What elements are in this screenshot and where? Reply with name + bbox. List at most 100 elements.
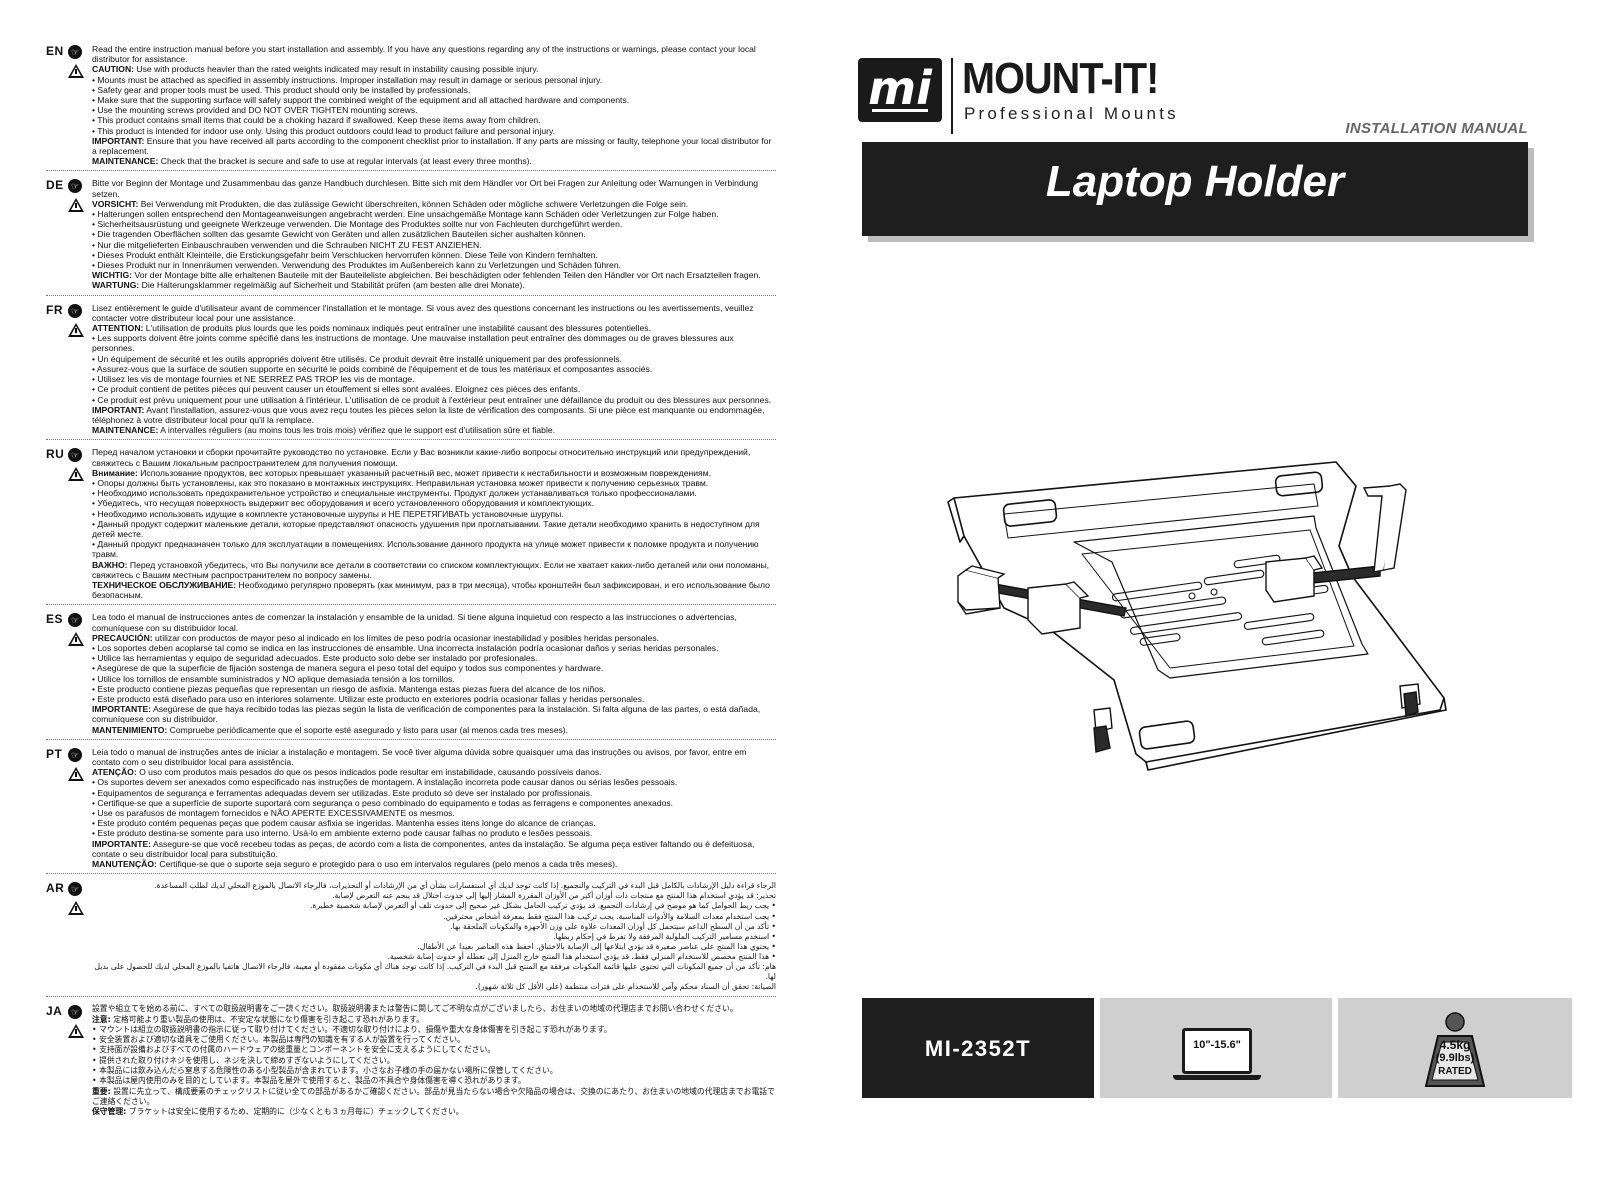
instruction-line: • Необходимо использовать идущие в компл…	[92, 508, 564, 519]
instruction-line: Перед началом установки и сборки прочита…	[92, 447, 751, 468]
instruction-line: Leia todo o manual de instruções antes d…	[92, 746, 747, 767]
section-pt: PT☞Leia todo o manual de instruções ante…	[46, 746, 776, 875]
instruction-line: ATENÇÃO: O uso com produtos mais pesados…	[92, 767, 602, 778]
instruction-line: • Utilice los tornillos de ensamble sumi…	[92, 673, 455, 684]
instruction-line: • استخدم مسامير التركيب الملولبة المرفقة…	[553, 931, 776, 941]
screen-size-label: 10"-15.6"	[1193, 1039, 1241, 1051]
instruction-line: • Assurez-vous que la surface de soutien…	[92, 363, 653, 374]
instruction-line: • Необходимо использовать предохранитель…	[92, 488, 697, 499]
instruction-line: • Nur die mitgelieferten Einbauschrauben…	[92, 239, 482, 250]
instruction-line: • 支持面が設備およびすべての付属のハードウェアの総重量とコンポーネントを安全に…	[92, 1045, 496, 1055]
model-number: MI-2352T	[924, 1036, 1032, 1061]
warning-icon	[68, 198, 84, 213]
manual-icon: ☞	[68, 179, 82, 194]
title-bar: Laptop Holder	[862, 142, 1528, 236]
instruction-line: • Utilice las herramientas y equipo de s…	[92, 653, 538, 664]
instruction-line: • Dieses Produkt nur in Innenräumen verw…	[92, 260, 621, 271]
instruction-line: WICHTIG: Vor der Montage bitte alle erha…	[92, 270, 761, 281]
warning-icon	[68, 322, 84, 337]
instruction-line: • Dieses Produkt enthält Kleinteile, die…	[92, 249, 598, 260]
instruction-line: هام: تأكد من أن جميع المكونات التي تحتوي…	[94, 961, 776, 982]
section-fr: FR☞Lisez entièrement le guide d'utilisat…	[46, 303, 776, 441]
instruction-line: • 本製品には飲み込んだら窒息する危険性のある小型製品が含まれています。小さなお…	[92, 1066, 558, 1076]
instruction-line: • Este producto está diseñado para uso e…	[92, 693, 645, 704]
language-code: ES	[46, 612, 64, 627]
instruction-line: • This product contains small items that…	[92, 115, 541, 126]
manual-label: INSTALLATION MANUAL	[1345, 120, 1528, 137]
instruction-line: • Equipamentos de segurança e ferramenta…	[92, 787, 593, 798]
weight-lbs: (9.9lbs)	[1435, 1052, 1475, 1064]
instruction-line: • Use the mounting screws provided and D…	[92, 105, 418, 116]
warning-icon	[68, 1024, 84, 1039]
language-code: AR	[46, 881, 65, 896]
instruction-line: WARTUNG: Die Halterungsklammer regelmäßi…	[92, 280, 525, 291]
manual-icon: ☞	[68, 882, 82, 897]
warning-icon	[68, 467, 84, 482]
brand-tagline: Professional Mounts	[964, 104, 1179, 123]
instruction-line: • Asegúrese de que la superficie de fija…	[92, 663, 604, 674]
manual-icon: ☞	[68, 613, 82, 628]
brand-name: MOUNT-IT!	[962, 54, 1159, 103]
logo-divider	[951, 58, 953, 134]
instruction-line: ATTENTION: L'utilisation de produits plu…	[92, 323, 651, 334]
section-de: DE☞Bitte vor Beginn der Montage und Zusa…	[46, 178, 776, 296]
logo-mark: mi	[858, 58, 942, 122]
instruction-line: 注意: 定格可能より重い製品の使用は、不安定な状態になり傷害を引き起こす恐れがあ…	[92, 1014, 424, 1024]
instruction-line: • Опоры должны быть установлены, как это…	[92, 477, 709, 488]
instruction-line: • Use os parafusos de montagem fornecido…	[92, 808, 455, 819]
instruction-line: • Данный продукт предназначен только для…	[92, 539, 759, 560]
instruction-line: • Utilisez les vis de montage fournies e…	[92, 374, 415, 385]
instruction-line: • Mounts must be attached as specified i…	[92, 74, 603, 85]
instruction-line: 設置や組立てを始める前に、すべての取扱説明書をご一読ください。取扱説明書または警…	[92, 1004, 738, 1014]
instruction-line: • Certifique-se que a superfície de supo…	[92, 797, 674, 808]
instruction-line: تحذير: قد يؤدي استخدام هذا المنتج مع منت…	[332, 891, 776, 901]
instruction-line: • هذا المنتج مخصص للاستخدام المنزلي فقط.…	[387, 951, 776, 961]
instruction-line: Lea todo el manual de instrucciones ante…	[92, 612, 737, 633]
instruction-line: IMPORTANT: Avant l'installation, assurez…	[92, 404, 765, 425]
rated-label: RATED	[1438, 1066, 1472, 1077]
instruction-line: • Sicherheitsausrüstung und geeignete We…	[92, 219, 623, 230]
warning-icon	[68, 64, 84, 78]
instruction-line: PRECAUCIÓN: utilizar con productos de ma…	[92, 632, 660, 643]
instruction-line: • 安全装置および適切な道具をご使用ください。本製品は専門の知識を有する人が設置…	[92, 1035, 465, 1045]
section-ja: JA ☞ 設置や組立てを始める前に、すべての取扱説明書をご一読ください。取扱説明書ま…	[46, 1004, 776, 1121]
instruction-line: • Halterungen sollen entsprechend den Mo…	[92, 209, 719, 220]
weight-icon	[1424, 1012, 1486, 1087]
instruction-line: الرجاء قراءة دليل الإرشادات بالكامل قبل …	[154, 881, 776, 891]
manual-icon: ☞	[68, 1005, 82, 1020]
instruction-line: • Los soportes deben acoplarse tal como …	[92, 642, 719, 653]
language-code: EN	[46, 44, 64, 58]
laptop-icon: 10"-15.6"	[1173, 1028, 1261, 1080]
instruction-line: IMPORTANTE: Asegúrese de que haya recibi…	[92, 704, 761, 725]
instruction-line: VORSICHT: Bei Verwendung mit Produkten, …	[92, 198, 689, 209]
instruction-line: • Les supports doivent être joints comme…	[92, 333, 734, 354]
weight-rating-box: 4.5kg (9.9lbs) RATED	[1338, 998, 1572, 1098]
manual-icon: ☞	[68, 303, 82, 318]
instruction-line: MANTENIMIENTO: Compruebe periódicamente …	[92, 724, 569, 735]
instruction-line: IMPORTANT: Ensure that you have received…	[92, 135, 772, 157]
instruction-line: • Este produto contém pequenas peças que…	[92, 818, 596, 829]
instruction-line: ТЕХНИЧЕСКОЕ ОБСЛУЖИВАНИЕ: Необходимо рег…	[92, 579, 770, 601]
instruction-line: IMPORTANTE: Assegure-se que você recebeu…	[92, 838, 755, 859]
section-en: EN☞Read the entire instruction manual be…	[46, 44, 776, 172]
language-code: RU	[46, 447, 65, 462]
instruction-line: MAINTENANCE: A intervalles réguliers (au…	[92, 425, 556, 436]
weight-kg: 4.5kg	[1439, 1038, 1471, 1052]
language-code: DE	[46, 178, 64, 193]
model-box: MI-2352T	[862, 998, 1094, 1098]
warning-icon	[68, 632, 84, 647]
screen-size-box: 10"-15.6"	[1100, 998, 1332, 1098]
instruction-line: • يجب ربط الحوامل كما هو موضح في إرشادات…	[310, 901, 776, 911]
manual-icon: ☞	[68, 747, 82, 762]
instructions-column: EN☞Read the entire instruction manual be…	[46, 44, 776, 1129]
instruction-line: • Die tragenden Oberflächen sollten das …	[92, 229, 586, 240]
warning-icon	[68, 766, 84, 781]
section-es: ES ☞ Lea todo el manual de instrucciones a…	[46, 612, 776, 740]
instruction-line: • 提供された取り付けネジを使用し、ネジを決して締めすぎないようにしてください。	[92, 1055, 395, 1065]
instruction-line: • Este produto destina-se somente para u…	[92, 828, 593, 839]
instruction-line: 重要: 設置に先立って、構成要素のチェックリストに従い全ての部品があるかご確認く…	[92, 1086, 775, 1106]
instruction-line: • Ce produit contient de petites pièces …	[92, 384, 581, 395]
instruction-line: Внимание: Использование продуктов, вес к…	[92, 467, 711, 478]
language-code: JA	[46, 1004, 63, 1019]
instruction-line: • Os suportes devem ser anexados como es…	[92, 777, 678, 788]
